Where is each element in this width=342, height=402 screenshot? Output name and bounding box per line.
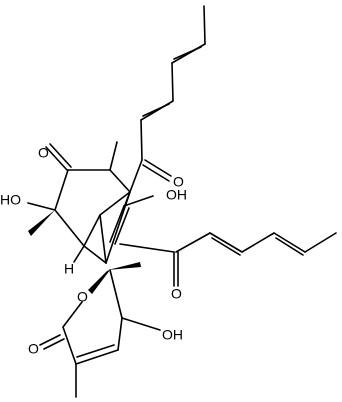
furan-ring-oxygen-label: O [77,289,88,305]
sorbyl-carbonyl-oxygen-1-label: O [173,174,184,190]
hydroxy-right-label: OH [166,187,187,203]
sorbyl-carbonyl-oxygen-2-label: O [171,286,182,302]
methyl-wedge-2 [108,262,141,270]
bottom-sorbyl-chain [119,232,337,287]
bicyclic-core [27,141,154,264]
lactone-carbonyl-oxygen-label: O [28,341,39,357]
bridgehead-hydrogen-label: H [64,261,74,277]
hydroxy-left-label: HO [0,192,21,208]
top-sorbyl-chain [140,5,206,182]
ring-junction-wedge [88,270,110,294]
furan-hydroxy-label: OH [162,327,183,343]
furanone-ring [39,262,161,398]
ring-ketone-oxygen-label: O [38,145,49,161]
methyl-wedge [28,210,55,236]
